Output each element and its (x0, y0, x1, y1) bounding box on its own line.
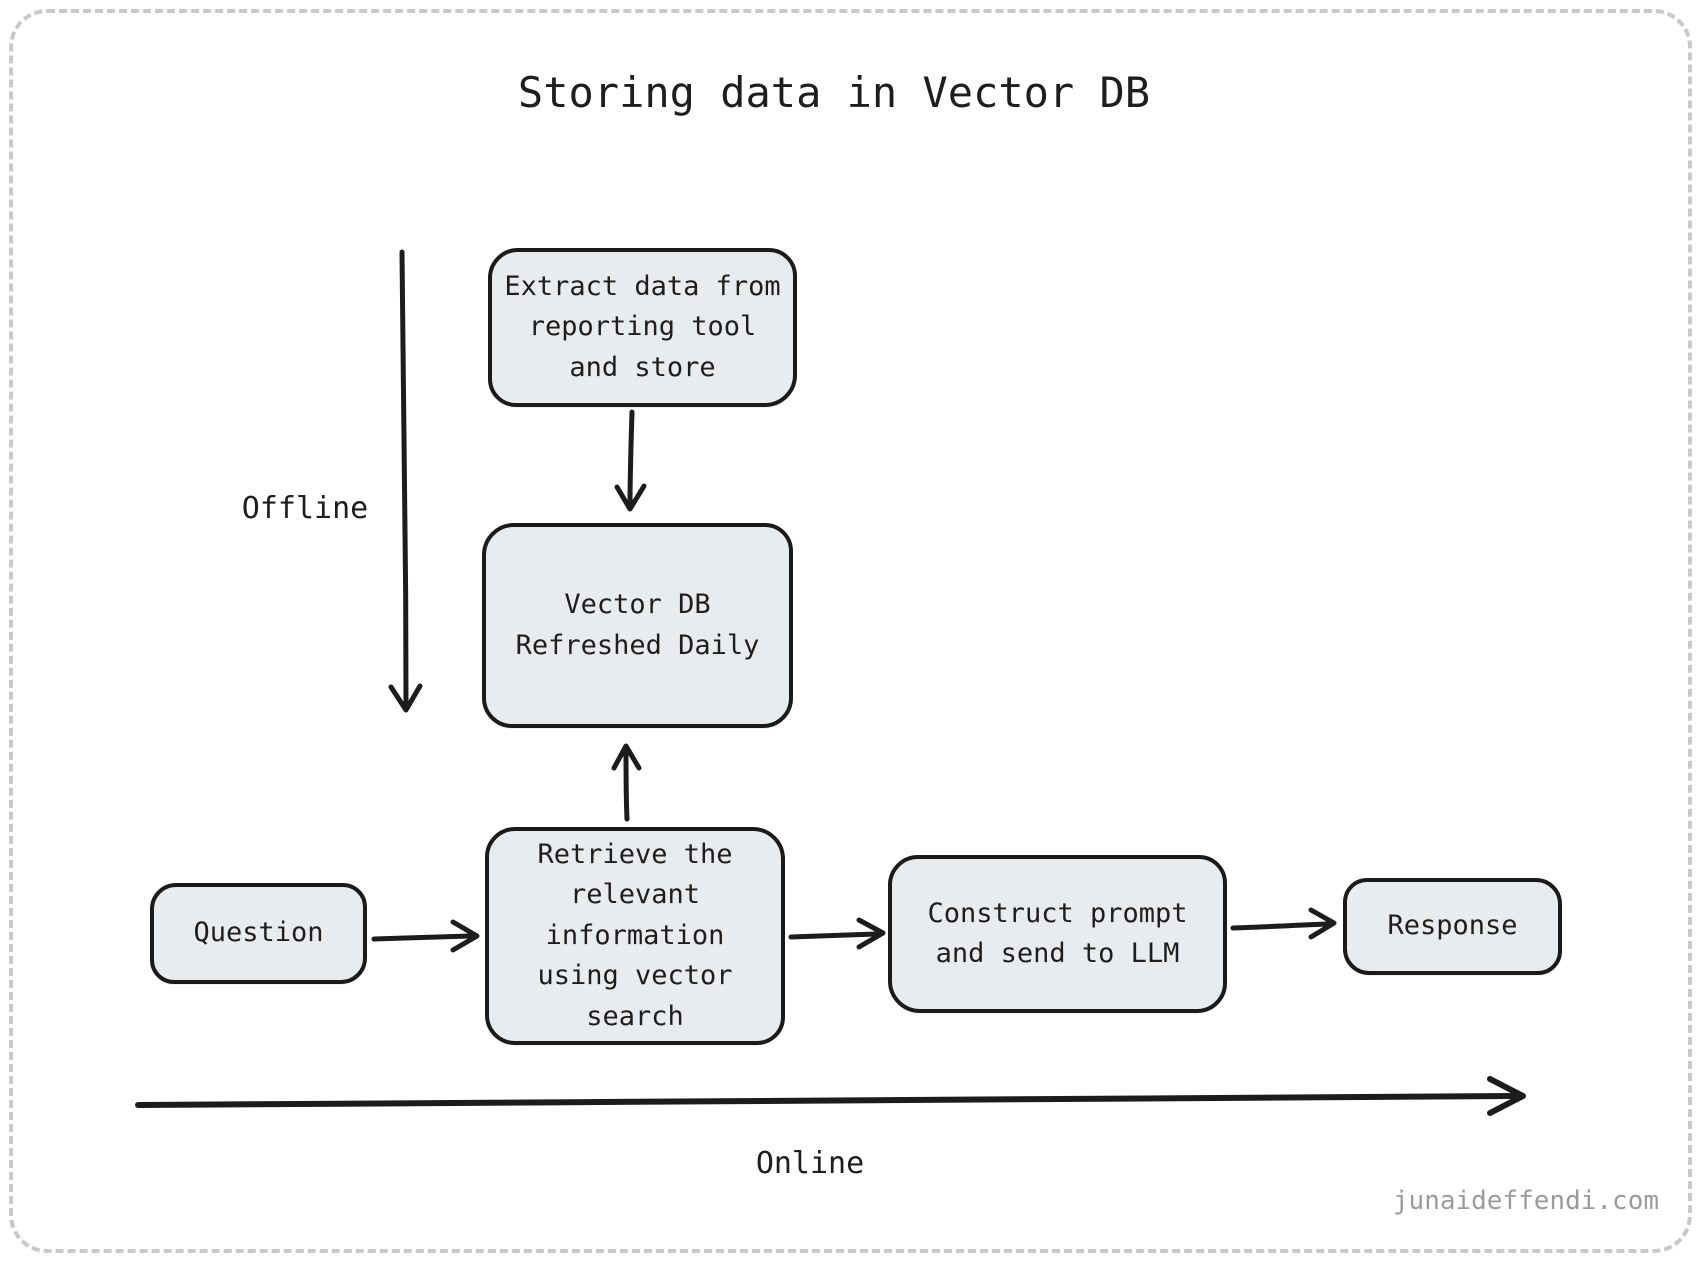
node-response: Response (1343, 878, 1562, 975)
arrow-retrieve-to-vectordb (611, 743, 642, 822)
arrow-head (388, 683, 423, 713)
arrow-line (788, 931, 879, 940)
node-label: Question (193, 917, 324, 949)
arrow-retrieve-to-construct (788, 917, 886, 950)
node-construct-prompt: Construct prompt and send to LLM (888, 855, 1227, 1013)
arrow-head (614, 483, 647, 512)
arrow-head (1487, 1076, 1526, 1116)
node-label: Retrieve the relevant information using … (537, 838, 733, 1032)
arrow-line (623, 746, 630, 822)
watermark-text: junaideffendi.com (1392, 1186, 1659, 1216)
dashed-frame (9, 9, 1692, 1253)
arrow-online (135, 1076, 1526, 1116)
node-extract-data: Extract data from reporting tool and sto… (488, 248, 797, 407)
arrow-line (399, 249, 409, 709)
arrow-offline (388, 249, 423, 713)
arrow-head (1308, 907, 1337, 940)
node-question: Question (150, 883, 367, 984)
arrow-line (627, 409, 635, 508)
arrow-line (135, 1093, 1517, 1108)
node-retrieve: Retrieve the relevant information using … (485, 827, 785, 1045)
arrow-line (371, 933, 473, 942)
node-label: Response (1387, 910, 1518, 942)
arrow-line (1230, 921, 1331, 931)
node-label: Construct prompt and send to LLM (927, 897, 1188, 970)
arrow-question-to-retrieve (371, 919, 480, 953)
arrow-head (611, 743, 642, 771)
node-label: Vector DB Refreshed Daily (515, 589, 760, 661)
offline-section-label: Offline (241, 491, 369, 526)
arrow-construct-to-response (1230, 907, 1337, 940)
arrow-head (856, 917, 886, 950)
node-label: Extract data from reporting tool and sto… (504, 270, 781, 383)
arrow-extract-to-vectordb (614, 409, 647, 512)
node-vector-db: Vector DB Refreshed Daily (482, 523, 793, 728)
arrow-head (450, 919, 480, 953)
diagram-title: Storing data in Vector DB (517, 68, 1151, 117)
online-section-label: Online (755, 1146, 865, 1181)
